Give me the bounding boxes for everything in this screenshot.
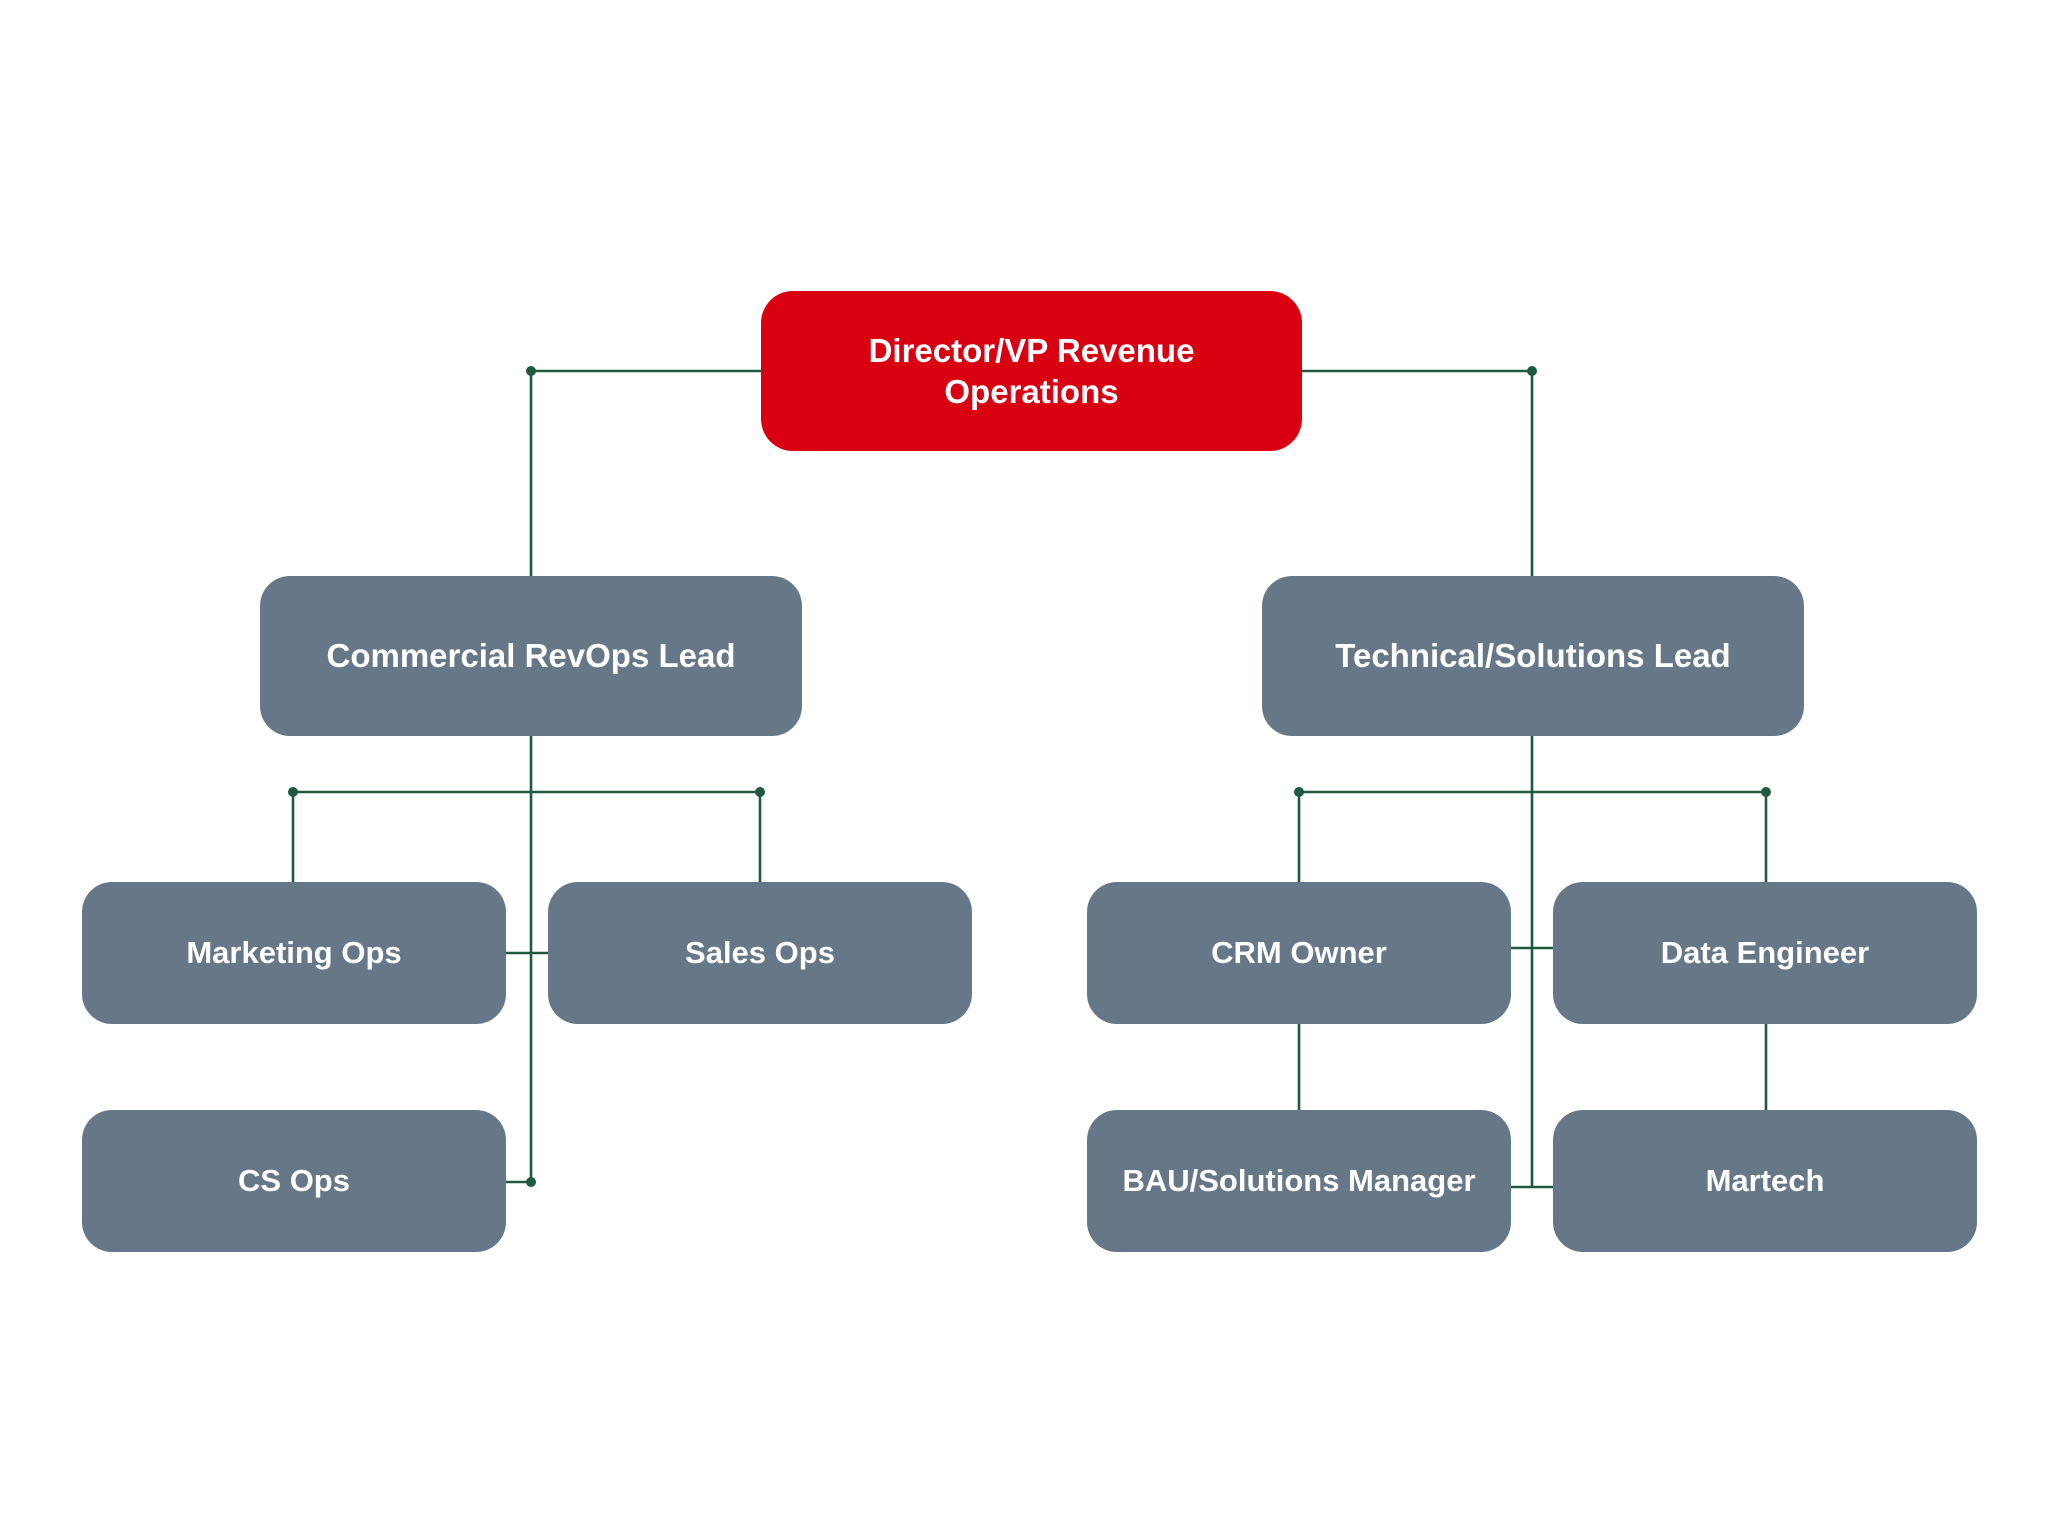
connector-dot [755,787,765,797]
node-cs-ops: CS Ops [82,1110,506,1252]
node-label: Director/VP Revenue Operations [868,331,1195,410]
connector-dot [526,1177,536,1187]
node-label: CS Ops [238,1162,350,1198]
node-bau-solutions-manager: BAU/Solutions Manager [1087,1110,1511,1252]
connector-dot [1294,787,1304,797]
node-director-vp-revenue-operations: Director/VP Revenue Operations [761,291,1302,451]
connector-dot [526,366,536,376]
node-crm-owner: CRM Owner [1087,882,1511,1024]
node-martech: Martech [1553,1110,1977,1252]
node-label: Technical/Solutions Lead [1335,637,1731,675]
node-marketing-ops: Marketing Ops [82,882,506,1024]
connector-root-to-technical [1302,369,1534,576]
node-label: Sales Ops [685,934,835,970]
node-data-engineer: Data Engineer [1553,882,1977,1024]
node-technical-solutions-lead: Technical/Solutions Lead [1262,576,1804,736]
node-sales-ops: Sales Ops [548,882,972,1024]
node-label: Marketing Ops [186,934,402,970]
node-label: Data Engineer [1660,934,1870,970]
node-label: Commercial RevOps Lead [326,637,736,675]
connector-dot [288,787,298,797]
node-label: BAU/Solutions Manager [1122,1162,1476,1198]
node-label: Martech [1705,1162,1825,1198]
node-label: CRM Owner [1211,934,1387,970]
connector-dot [1527,366,1537,376]
node-commercial-revops-lead: Commercial RevOps Lead [260,576,802,736]
connector-dot [1761,787,1771,797]
connector-root-to-commercial [529,369,761,576]
